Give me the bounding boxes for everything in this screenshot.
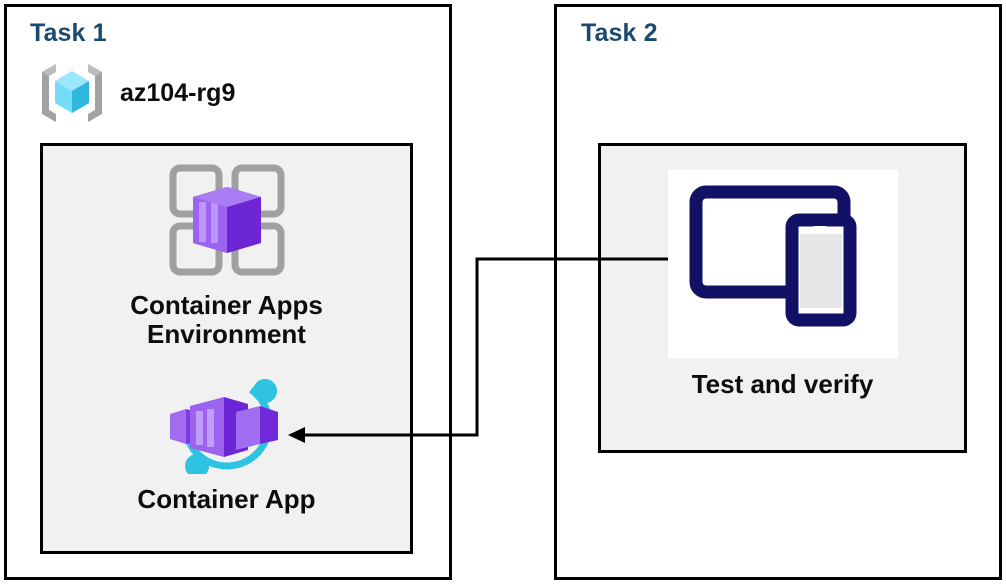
test-verify-node: Test and verify <box>601 170 964 399</box>
test-verify-group: Test and verify <box>598 143 967 453</box>
resource-group-header: az104-rg9 <box>36 60 235 126</box>
container-app-icon <box>152 374 302 478</box>
resource-group-icon <box>36 60 108 126</box>
container-apps-environment-node: Container Apps Environment <box>43 160 410 349</box>
container-apps-environment-group: Container Apps Environment <box>40 143 413 554</box>
resource-group-name: az104-rg9 <box>120 78 236 107</box>
container-apps-environment-icon <box>161 160 293 280</box>
container-app-node: Container App <box>43 374 410 514</box>
devices-test-verify-icon <box>689 185 856 327</box>
task-2-title: Task 2 <box>581 19 658 47</box>
test-verify-icon-plate <box>667 170 898 358</box>
test-verify-label: Test and verify <box>691 369 874 399</box>
container-app-label: Container App <box>137 484 316 514</box>
task-1-title: Task 1 <box>30 19 107 47</box>
container-apps-environment-label: Container Apps Environment <box>130 290 323 350</box>
